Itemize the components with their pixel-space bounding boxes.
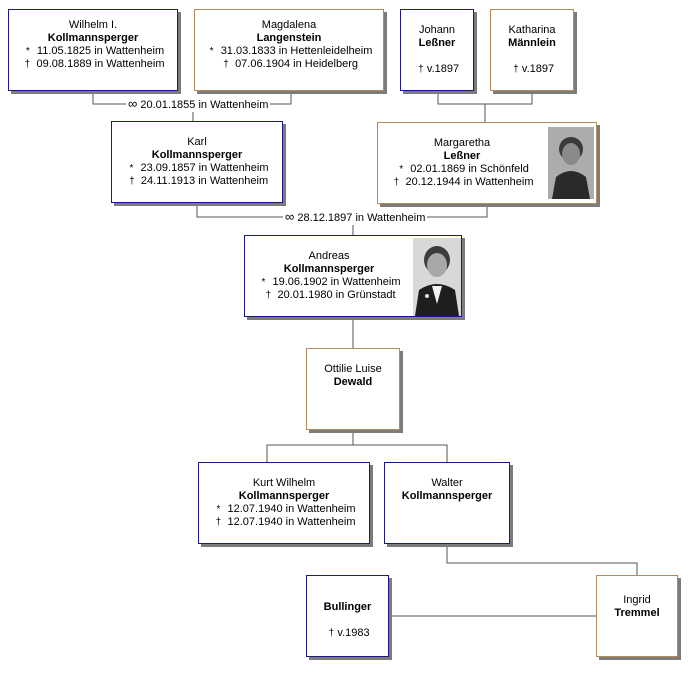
death-date: 24.11.1913 in Wattenheim <box>140 175 269 187</box>
surname: Kollmannsperger <box>238 490 330 502</box>
surname: Kollmannsperger <box>47 32 139 44</box>
death-date: 20.01.1980 in Grünstadt <box>277 289 396 301</box>
surname: Kollmannsperger <box>401 490 493 502</box>
given-name: Karl <box>187 136 207 148</box>
surname: Kollmannsperger <box>283 263 375 275</box>
given-name: Magdalena <box>261 19 317 31</box>
death-icon: † <box>265 290 272 301</box>
birth-date: 11.05.1825 in Wattenheim <box>36 45 165 57</box>
death-date: 09.08.1889 in Wattenheim <box>36 58 165 70</box>
given-name: Margaretha <box>433 137 491 149</box>
surname: Bullinger <box>323 601 372 613</box>
death-icon: † <box>393 177 400 188</box>
death-icon: † <box>24 59 31 70</box>
birth-icon: * <box>209 46 214 57</box>
given-name: Katharina <box>508 24 556 36</box>
person-box-bullinger[interactable]: Bullinger †v.1983 <box>306 575 389 657</box>
death-icon: † <box>513 64 519 75</box>
death-event: † 09.08.1889 in Wattenheim <box>9 58 177 71</box>
death-event: † 24.11.1913 in Wattenheim <box>112 175 282 188</box>
person-box-wilhelm[interactable]: Wilhelm I. Kollmannsperger * 11.05.1825 … <box>8 9 178 91</box>
birth-date: 23.09.1857 in Wattenheim <box>140 162 269 174</box>
person-box-andreas[interactable]: Andreas Kollmannsperger * 19.06.1902 in … <box>244 235 462 317</box>
person-box-johann[interactable]: Johann Leßner †v.1897 <box>400 9 474 91</box>
birth-date: 19.06.1902 in Wattenheim <box>272 276 401 288</box>
given-name: Ingrid <box>623 594 651 606</box>
death-event: †v.1897 <box>491 63 573 76</box>
death-icon: † <box>328 628 335 639</box>
birth-icon: * <box>261 277 266 288</box>
death-date: 12.07.1940 in Wattenheim <box>227 516 356 528</box>
given-name: Andreas <box>308 250 350 262</box>
death-date: v.1897 <box>426 63 460 75</box>
surname: Langenstein <box>256 32 322 44</box>
surname: Dewald <box>333 376 373 388</box>
birth-icon: * <box>399 164 404 175</box>
birth-date: 12.07.1940 in Wattenheim <box>227 503 356 515</box>
death-date: v.1897 <box>521 63 555 75</box>
death-event: † 07.06.1904 in Heidelberg <box>195 58 383 71</box>
surname: Kollmannsperger <box>151 149 243 161</box>
person-box-ottilie[interactable]: Ottilie Luise Dewald <box>306 348 400 430</box>
surname: Leßner <box>418 37 456 49</box>
person-box-walter[interactable]: Walter Kollmannsperger <box>384 462 510 544</box>
person-box-margaretha[interactable]: Margaretha Leßner * 02.01.1869 in Schönf… <box>377 122 597 204</box>
death-icon: † <box>223 59 229 70</box>
birth-event: * 31.03.1833 in Hettenleidelheim <box>195 45 383 58</box>
death-date: v.1983 <box>337 627 370 639</box>
person-box-katharina[interactable]: Katharina Männlein †v.1897 <box>490 9 574 91</box>
given-name: Johann <box>418 24 456 36</box>
birth-event: * 02.01.1869 in Schönfeld <box>378 163 546 176</box>
death-event: †v.1897 <box>401 63 473 76</box>
birth-icon: * <box>129 163 134 174</box>
person-box-kurt[interactable]: Kurt Wilhelm Kollmannsperger * 12.07.194… <box>198 462 370 544</box>
person-box-ingrid[interactable]: Ingrid Tremmel <box>596 575 678 657</box>
birth-icon: * <box>25 46 30 57</box>
given-name: Kurt Wilhelm <box>252 477 316 489</box>
person-box-karl[interactable]: Karl Kollmannsperger * 23.09.1857 in Wat… <box>111 121 283 203</box>
marriage-date: 28.12.1897 in Wattenheim <box>297 212 426 224</box>
death-event: †v.1983 <box>307 627 388 640</box>
birth-date: 31.03.1833 in Hettenleidelheim <box>220 45 373 57</box>
birth-event: * 19.06.1902 in Wattenheim <box>245 276 413 289</box>
person-box-magdalena[interactable]: Magdalena Langenstein * 31.03.1833 in He… <box>194 9 384 91</box>
given-name: Wilhelm I. <box>68 19 118 31</box>
birth-icon: * <box>216 504 221 515</box>
death-date: 20.12.1944 in Wattenheim <box>405 176 534 188</box>
birth-event: * 12.07.1940 in Wattenheim <box>199 503 369 516</box>
marriage-icon: ∞ <box>128 96 138 111</box>
marriage-icon: ∞ <box>285 209 295 224</box>
portrait-photo <box>413 238 461 316</box>
death-icon: † <box>418 64 424 75</box>
surname: Leßner <box>443 150 481 162</box>
birth-event: * 11.05.1825 in Wattenheim <box>9 45 177 58</box>
marriage-label-1855: ∞ 20.01.1855 in Wattenheim <box>126 96 271 112</box>
birth-date: 02.01.1869 in Schönfeld <box>410 163 529 175</box>
marriage-date: 20.01.1855 in Wattenheim <box>140 99 269 111</box>
death-date: 07.06.1904 in Heidelberg <box>235 58 358 70</box>
death-event: † 20.01.1980 in Grünstadt <box>245 289 413 302</box>
death-icon: † <box>129 176 135 187</box>
given-name: Ottilie Luise <box>324 363 382 375</box>
marriage-label-1897: ∞ 28.12.1897 in Wattenheim <box>283 209 428 225</box>
surname: Tremmel <box>614 607 660 619</box>
death-event: † 12.07.1940 in Wattenheim <box>199 516 369 529</box>
death-event: † 20.12.1944 in Wattenheim <box>378 176 546 189</box>
death-icon: † <box>215 517 222 528</box>
surname: Männlein <box>508 37 556 49</box>
given-name: Walter <box>431 477 463 489</box>
birth-event: * 23.09.1857 in Wattenheim <box>112 162 282 175</box>
portrait-photo <box>548 127 594 199</box>
